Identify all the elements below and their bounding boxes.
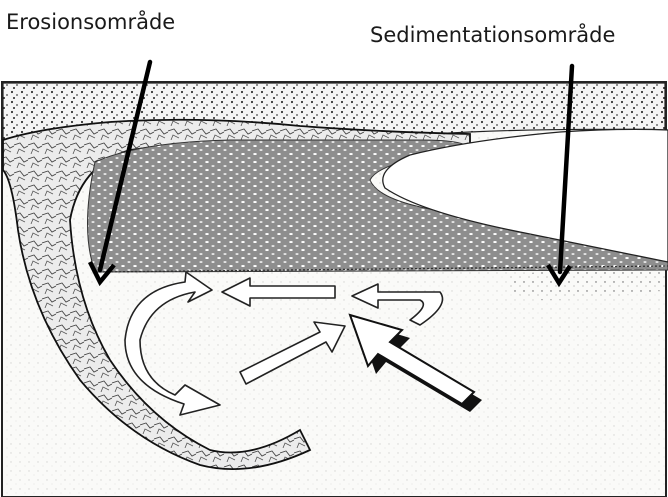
coastal-erosion-diagram: [0, 0, 668, 497]
